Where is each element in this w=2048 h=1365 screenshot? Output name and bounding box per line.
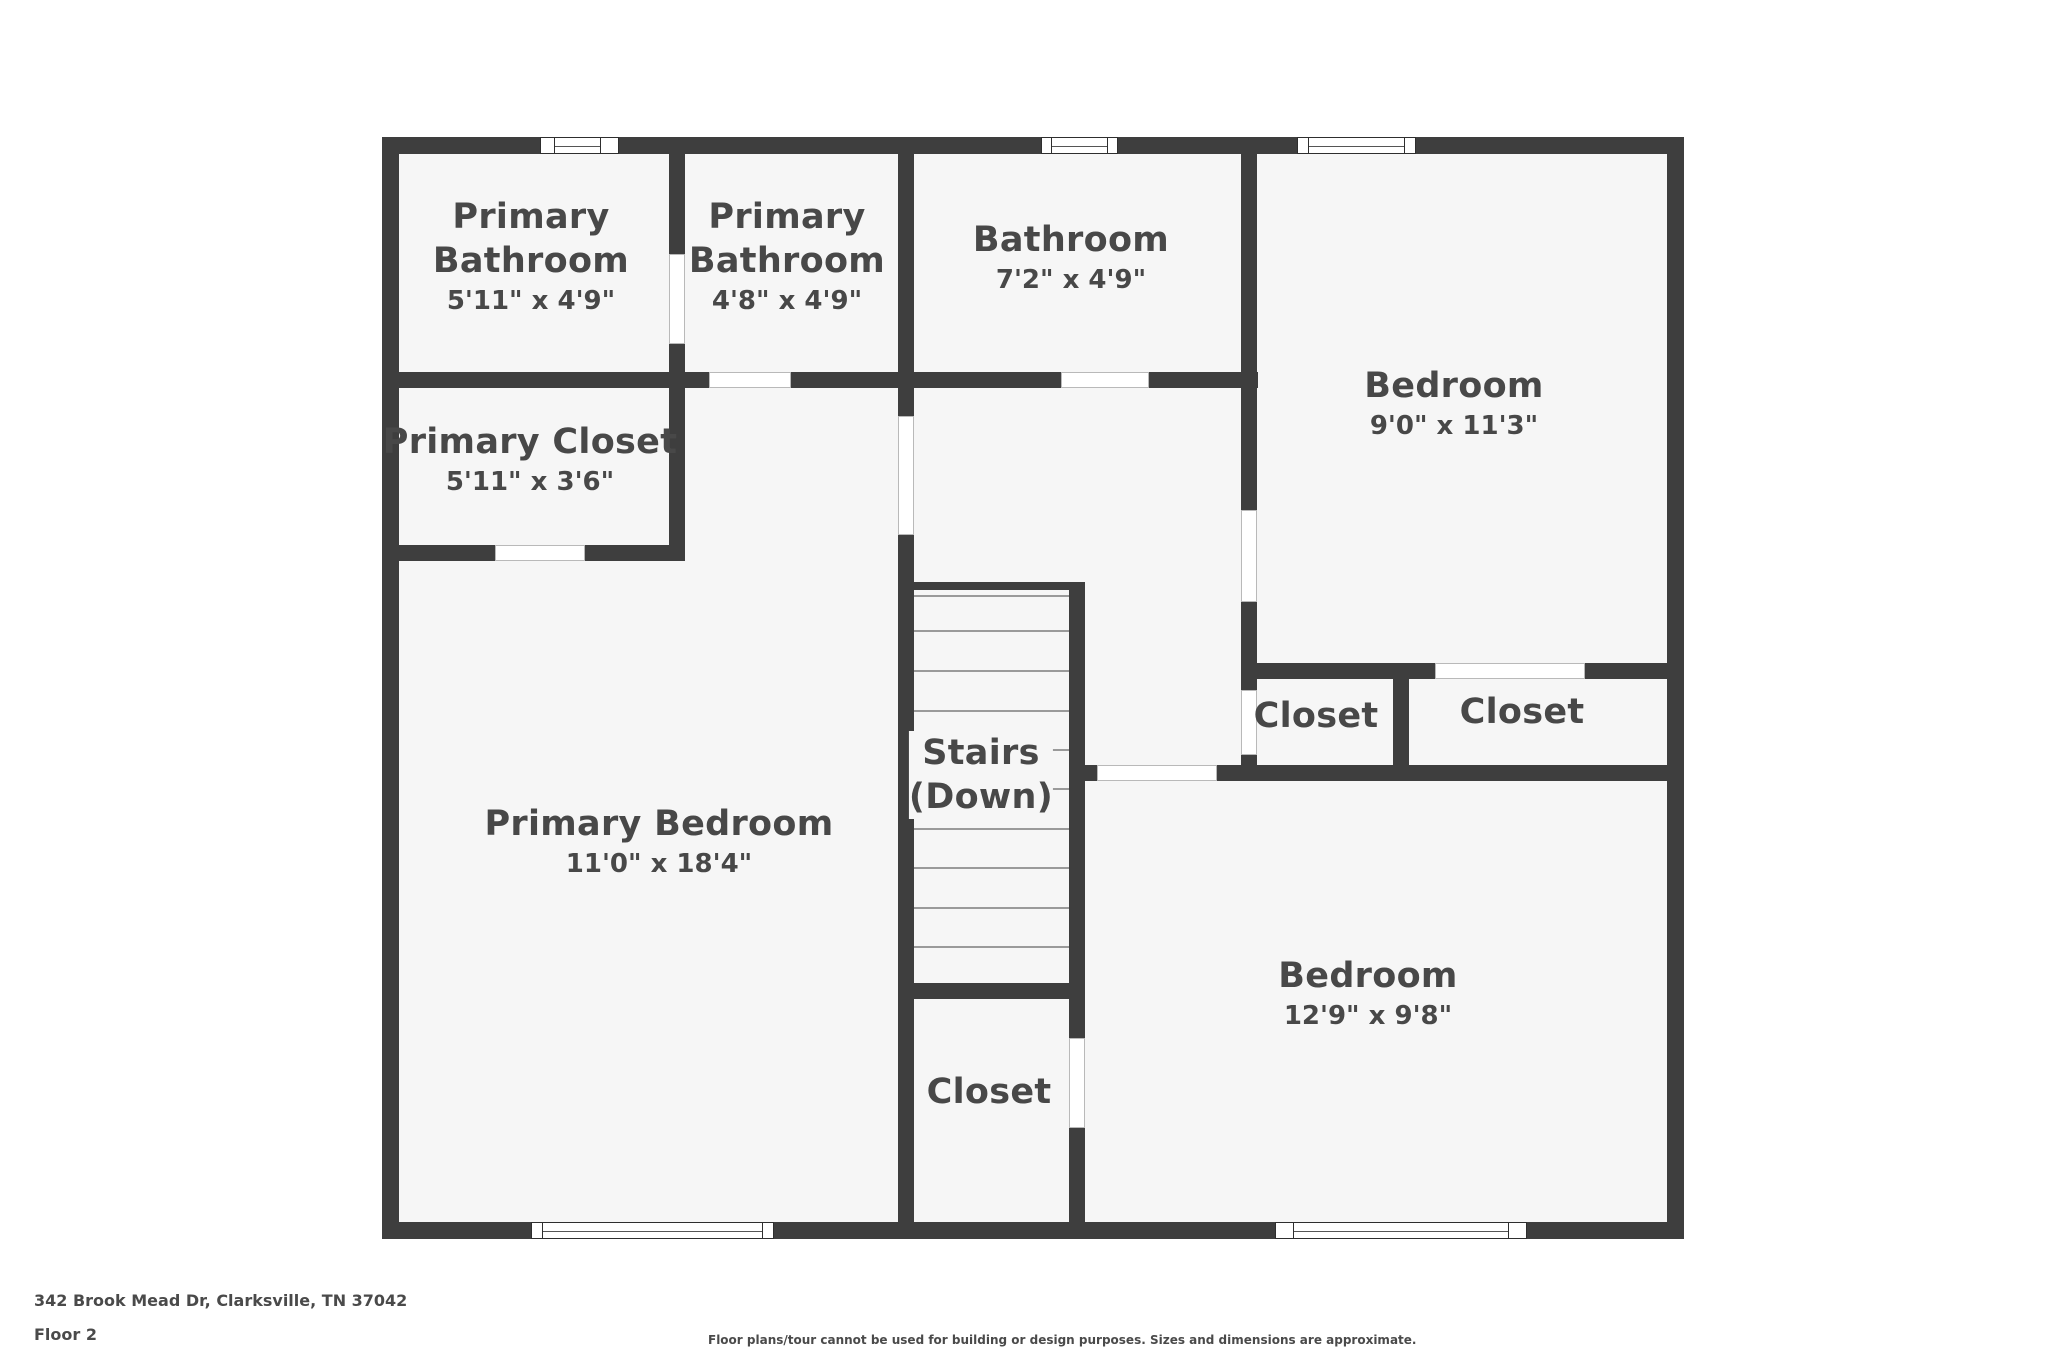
room-label-closet-hall: Closet: [927, 1070, 1052, 1114]
floor-area: [382, 137, 1683, 1238]
room-name: Stairs: [908, 731, 1054, 775]
wall-stairs-bottom: [898, 983, 1085, 999]
room-label-primary-bedroom: Primary Bedroom 11'0" x 18'4": [484, 802, 833, 882]
room-dimensions: 4'8" x 4'9": [711, 286, 863, 316]
wall-under-baths: [382, 372, 1258, 388]
door-opening-bedroom-1: [1241, 510, 1257, 602]
window-bathroom: [1041, 137, 1118, 154]
room-label-closet-small: Closet: [1254, 694, 1379, 738]
room-name: Bathroom: [972, 220, 1170, 260]
room-label-stairs: Stairs (Down): [908, 731, 1054, 819]
room-dimensions: 11'0" x 18'4": [565, 849, 753, 879]
room-label-primary-bathroom-2: Primary Bathroom 4'8" x 4'9": [689, 195, 885, 319]
room-name: Closet: [1459, 692, 1585, 732]
door-opening-bathroom: [1061, 372, 1149, 388]
wall-bathroom-right: [1241, 137, 1257, 781]
room-dimensions: 5'11" x 4'9": [446, 286, 616, 316]
wall-outer-right: [1667, 137, 1684, 1239]
door-opening-primary-bath-2: [709, 372, 791, 388]
wall-closet-divider: [1393, 663, 1409, 781]
room-name: Bedroom: [1278, 956, 1458, 996]
wall-primary-closet-right: [669, 372, 685, 561]
window-bedroom-1: [1297, 137, 1416, 154]
door-opening-closet-small: [1241, 690, 1257, 755]
door-opening-hall-closet: [1069, 1038, 1085, 1128]
door-opening-primary-closet: [495, 545, 585, 561]
wall-hall-left: [898, 137, 914, 1239]
door-opening-bedroom-2: [1097, 765, 1217, 781]
window-primary-bath-1: [540, 137, 619, 154]
room-label-primary-bathroom-1: Primary Bathroom 5'11" x 4'9": [433, 195, 629, 319]
room-label-closet-wide: Closet: [1460, 690, 1585, 734]
property-address: 342 Brook Mead Dr, Clarksville, TN 37042: [34, 1291, 408, 1310]
room-name: Primary: [708, 197, 866, 237]
room-name: Primary Closet: [382, 422, 678, 462]
room-label-bedroom-2: Bedroom 12'9" x 9'8": [1278, 954, 1457, 1034]
room-label-primary-closet: Primary Closet 5'11" x 3'6": [383, 420, 678, 500]
door-opening-primary-bedroom: [898, 416, 914, 535]
wall-below-closets: [1069, 765, 1683, 781]
disclaimer: Floor plans/tour cannot be used for buil…: [708, 1333, 1417, 1347]
wall-stairs-right: [1069, 582, 1085, 1239]
room-name: Bathroom: [688, 241, 886, 281]
door-opening-bath-divider: [669, 254, 685, 344]
room-name: Bathroom: [432, 241, 630, 281]
room-name: Bedroom: [1364, 366, 1544, 406]
room-label-bathroom: Bathroom 7'2" x 4'9": [973, 218, 1169, 298]
wall-stairs-top: [898, 582, 1085, 590]
room-name: (Down): [908, 775, 1054, 819]
room-dimensions: 12'9" x 9'8": [1283, 1001, 1453, 1031]
window-primary-bedroom: [531, 1222, 774, 1239]
room-name: Primary: [452, 197, 610, 237]
room-label-bedroom-1: Bedroom 9'0" x 11'3": [1364, 364, 1543, 444]
door-opening-closet-wide: [1435, 663, 1585, 679]
room-dimensions: 5'11" x 3'6": [445, 467, 615, 497]
room-name: Primary Bedroom: [484, 804, 834, 844]
floor-label: Floor 2: [34, 1325, 97, 1344]
room-dimensions: 9'0" x 11'3": [1369, 411, 1539, 441]
room-name: Closet: [926, 1072, 1052, 1112]
window-bedroom-2: [1275, 1222, 1527, 1239]
wall-outer-left: [382, 137, 399, 1239]
room-dimensions: 7'2" x 4'9": [995, 265, 1147, 295]
room-name: Closet: [1253, 696, 1379, 736]
